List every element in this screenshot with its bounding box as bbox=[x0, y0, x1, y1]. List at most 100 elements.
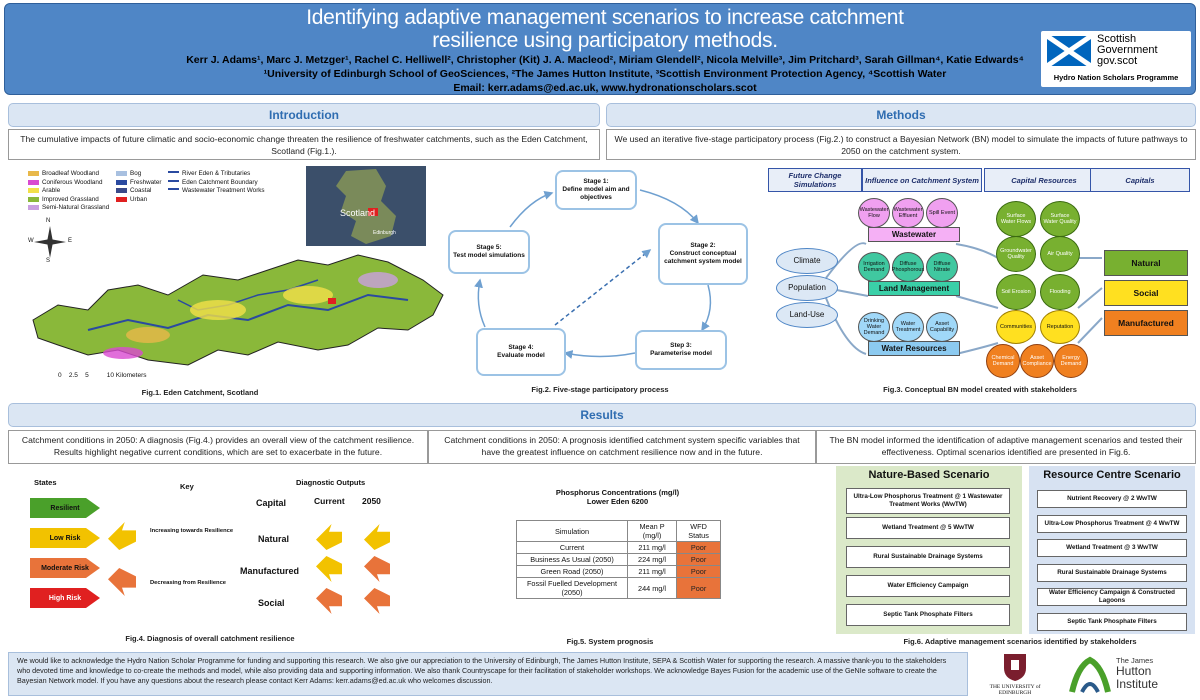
figure-6-caption: Fig.6. Adaptive management scenarios ide… bbox=[903, 637, 1137, 646]
diagnostic-arrow-icon bbox=[316, 556, 342, 582]
lm-node: Diffuse Phosphorous bbox=[892, 252, 924, 282]
green-node: Groundwater Quality bbox=[996, 236, 1036, 272]
green-node: Surface Water Flows bbox=[996, 201, 1036, 237]
key-up-label: Increasing towards Resilience bbox=[150, 528, 234, 534]
table-header: Mean P (mg/l) bbox=[626, 520, 678, 542]
james-hutton-institute-logo: The James Hutton Institute bbox=[1068, 654, 1196, 698]
table-cell: 244 mg/l bbox=[626, 577, 678, 599]
legend-item: Wastewater Treatment Works bbox=[168, 187, 265, 194]
results-text-diagnosis: Catchment conditions in 2050: A diagnosi… bbox=[8, 430, 428, 464]
table-row: Fossil Fuelled Development (2050)244 mg/… bbox=[516, 577, 721, 599]
nature-scenario-item: Water Efficiency Campaign bbox=[846, 575, 1010, 597]
state-arrow: Resilient bbox=[30, 498, 100, 518]
results-text-scenarios: The BN model informed the identification… bbox=[816, 430, 1196, 464]
hutton-line1: The James bbox=[1116, 656, 1154, 665]
acknowledgements: We would like to acknowledge the Hydro N… bbox=[8, 652, 968, 696]
legend-swatch-icon bbox=[116, 196, 127, 202]
state-arrow: High Risk bbox=[30, 588, 100, 608]
capital-row-label: Manufactured bbox=[240, 566, 300, 576]
legend-item: Semi-Natural Grassland bbox=[28, 204, 109, 211]
table-cell: Poor bbox=[676, 553, 721, 566]
resource-scenario-item: Rural Sustainable Drainage Systems bbox=[1037, 563, 1187, 582]
stage-box-5: Stage 5: Test model simulations bbox=[448, 230, 530, 274]
resource-scenario-item: Wetland Treatment @ 3 WwTW bbox=[1037, 539, 1187, 557]
figure-2-caption: Fig.2. Five-stage participatory process bbox=[531, 385, 669, 394]
orange-node: Asset Compliance bbox=[1020, 344, 1054, 378]
legend-item: Bog bbox=[116, 170, 141, 177]
key-label: Key bbox=[180, 482, 194, 491]
table-cell: Poor bbox=[676, 577, 721, 599]
introduction-text: The cumulative impacts of future climati… bbox=[8, 129, 600, 160]
table-cell: Poor bbox=[676, 541, 721, 554]
legend-item: Broadleaf Woodland bbox=[28, 170, 99, 177]
legend-item: River Eden & Tributaries bbox=[168, 170, 250, 177]
scotland-inset-map bbox=[306, 166, 426, 246]
legend-item: Arable bbox=[28, 187, 60, 194]
capital-label: Capital bbox=[256, 498, 287, 508]
inset-label: Scotland bbox=[340, 208, 376, 218]
stage-box-3: Step 3: Parameterise model bbox=[635, 330, 727, 370]
nature-scenario-item: Rural Sustainable Drainage Systems bbox=[846, 546, 1010, 568]
logo-line2: Government bbox=[1097, 44, 1158, 56]
legend-label: River Eden & Tributaries bbox=[182, 170, 251, 177]
table-cell: Current bbox=[516, 541, 628, 554]
lm-label: Land Management bbox=[868, 281, 960, 296]
wr-node: Water Treatment bbox=[892, 312, 924, 342]
legend-item: Improved Grassland bbox=[28, 196, 99, 203]
legend-swatch-icon bbox=[28, 205, 39, 210]
compass-e: E bbox=[68, 238, 73, 244]
figure-1-caption: Fig.1. Eden Catchment, Scotland bbox=[141, 388, 259, 397]
table-cell: 224 mg/l bbox=[626, 553, 678, 566]
resource-scenario-item: Water Efficiency Campaign & Constructed … bbox=[1037, 588, 1187, 606]
logo-line3: gov.scot bbox=[1097, 55, 1138, 67]
table-cell: Business As Usual (2050) bbox=[516, 553, 628, 566]
diagnostic-arrow-icon bbox=[364, 524, 390, 550]
legend-label: Wastewater Treatment Works bbox=[182, 187, 265, 194]
capital-row-label: Natural bbox=[258, 534, 290, 544]
methods-heading: Methods bbox=[606, 103, 1196, 127]
uoe-text: THE UNIVERSITY of EDINBURGH bbox=[989, 684, 1041, 696]
wr-node: Asset Capability bbox=[926, 312, 958, 342]
nature-based-scenario-panel: Nature-Based Scenario Ultra-Low Phosphor… bbox=[836, 466, 1022, 634]
capital-node: Social bbox=[1104, 280, 1188, 306]
table-cell: 211 mg/l bbox=[626, 541, 678, 554]
ww-label: Wastewater bbox=[868, 227, 960, 242]
poster-title-line1: Identifying adaptive management scenario… bbox=[306, 6, 904, 29]
university-of-edinburgh-logo: THE UNIVERSITY of EDINBURGH bbox=[980, 652, 1050, 698]
legend-label: Eden Catchment Boundary bbox=[182, 178, 258, 186]
table-header: WFD Status bbox=[676, 520, 721, 542]
legend-swatch-icon bbox=[116, 179, 127, 185]
table-title-1: Phosphorus Concentrations (mg/l) bbox=[555, 488, 680, 497]
lm-node: Irrigation Demand bbox=[858, 252, 890, 282]
figure-4-caption: Fig.4. Diagnosis of overall catchment re… bbox=[125, 634, 295, 643]
compass-w: W bbox=[28, 238, 34, 244]
compass-s: S bbox=[46, 258, 51, 264]
methods-text: We used an iterative five-stage particip… bbox=[606, 129, 1196, 160]
table-cell: Green Road (2050) bbox=[516, 565, 628, 578]
bn-header-1: Influence on Catchment System bbox=[862, 168, 982, 192]
legend-swatch-icon bbox=[28, 188, 39, 193]
green-node: Soil Erosion bbox=[996, 274, 1036, 310]
hutton-line2: Hutton bbox=[1116, 664, 1152, 678]
figure-2-process: Stage 1: Define model aim and objectives… bbox=[440, 165, 750, 383]
table-cell: Poor bbox=[676, 565, 721, 578]
green-node: Surface Water Quality bbox=[1040, 201, 1080, 237]
introduction-heading: Introduction bbox=[8, 103, 600, 127]
legend-label: Coniferous Woodland bbox=[42, 178, 103, 186]
table-cell: 211 mg/l bbox=[626, 565, 678, 578]
legend-item: Eden Catchment Boundary bbox=[168, 179, 258, 186]
legend-item: Freshwater bbox=[116, 179, 162, 186]
contact-email: Email: kerr.adams@ed.ac.uk, www.hydronat… bbox=[453, 82, 757, 94]
hutton-logo-icon bbox=[1069, 656, 1111, 693]
resource-scenario-item: Nutrient Recovery @ 2 WwTW bbox=[1037, 490, 1187, 508]
legend-label: Arable bbox=[42, 187, 61, 194]
eden-catchment-map bbox=[32, 254, 444, 366]
green-node: Air Quality bbox=[1040, 236, 1080, 272]
legend-item: Coastal bbox=[116, 187, 151, 194]
nature-scenario-item: Wetland Treatment @ 5 WwTW bbox=[846, 517, 1010, 539]
bn-links bbox=[825, 242, 1103, 355]
